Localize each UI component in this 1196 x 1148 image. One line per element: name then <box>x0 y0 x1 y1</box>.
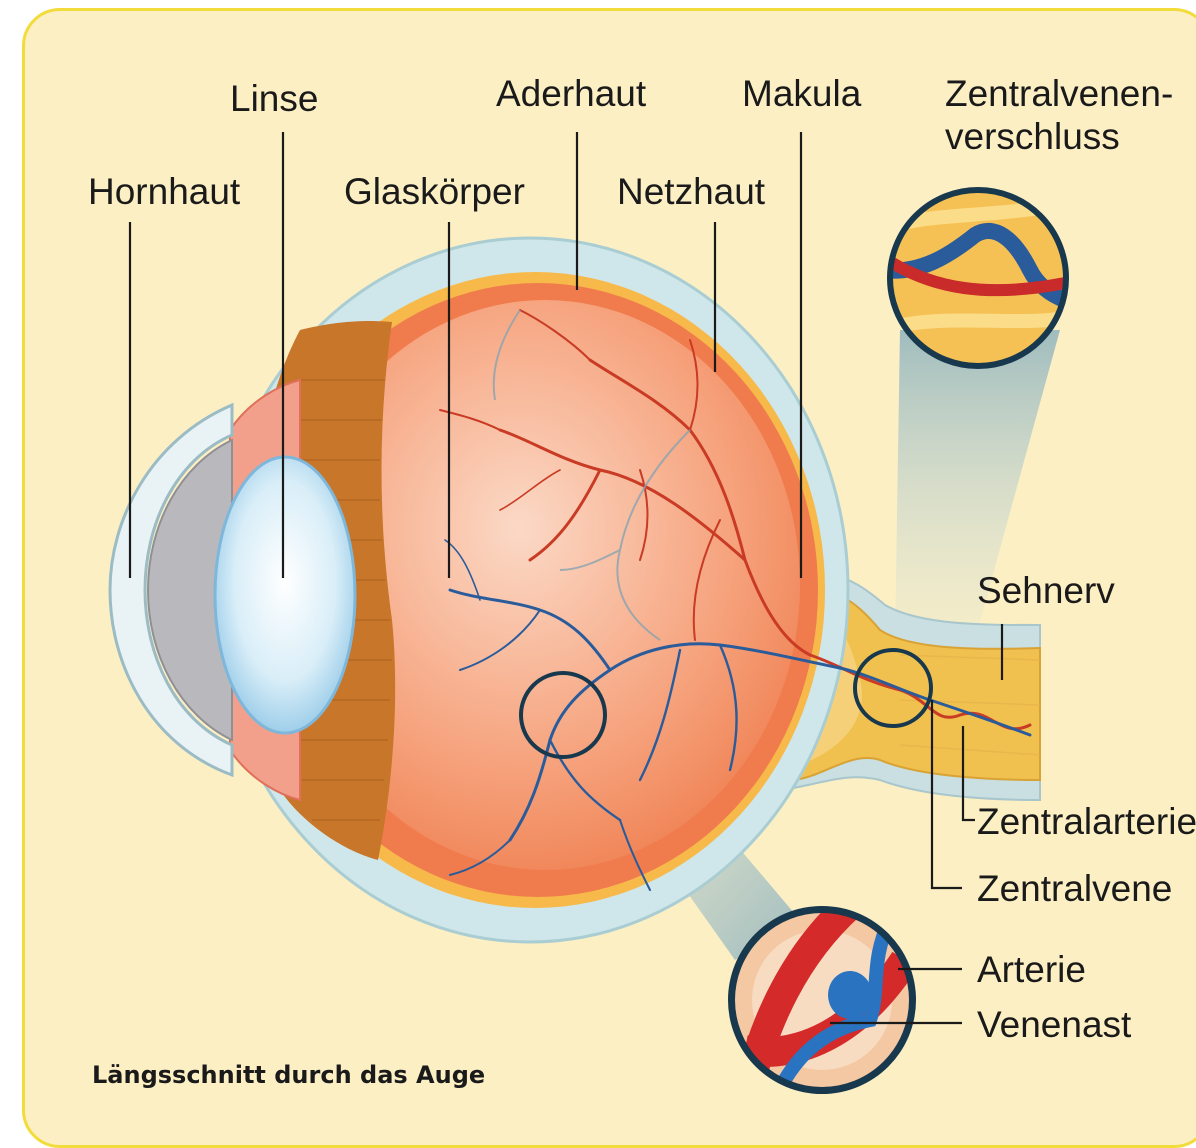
label-zentralvenenverschluss-2: verschluss <box>945 118 1120 157</box>
label-aderhaut: Aderhaut <box>496 75 646 114</box>
label-makula: Makula <box>742 75 861 114</box>
label-sehnerv: Sehnerv <box>977 572 1115 611</box>
label-netzhaut: Netzhaut <box>617 173 765 212</box>
label-zentralvene: Zentralvene <box>977 870 1172 909</box>
label-zentralarterie: Zentralarterie <box>977 803 1196 842</box>
lens <box>215 457 355 733</box>
label-hornhaut: Hornhaut <box>88 173 240 212</box>
label-arterie: Arterie <box>977 951 1086 990</box>
label-zentralvenenverschluss-1: Zentralvenen- <box>945 75 1173 114</box>
caption: Längsschnitt durch das Auge <box>92 1061 485 1089</box>
label-glaskoerper: Glaskörper <box>344 173 525 212</box>
label-linse: Linse <box>230 80 318 119</box>
label-venenast: Venenast <box>977 1006 1131 1045</box>
